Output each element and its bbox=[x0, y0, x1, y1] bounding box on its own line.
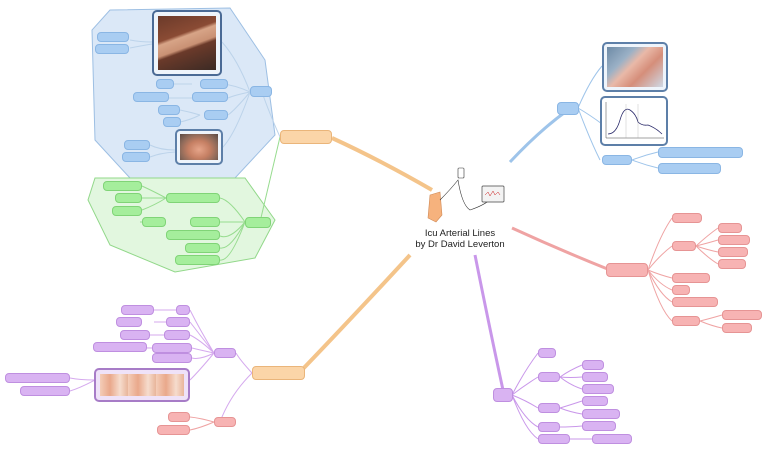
top-left-branch-node[interactable] bbox=[280, 130, 332, 144]
blue-node[interactable] bbox=[602, 155, 632, 165]
green-node[interactable] bbox=[245, 217, 271, 228]
blue-node[interactable] bbox=[122, 152, 150, 162]
purple-node[interactable] bbox=[582, 396, 608, 406]
green-node[interactable] bbox=[190, 217, 220, 227]
blue-node[interactable] bbox=[192, 92, 228, 102]
central-topic[interactable]: Icu Arterial Lines by Dr David Leverton bbox=[395, 228, 525, 250]
connector-bottom bbox=[473, 254, 505, 391]
blue-node[interactable] bbox=[124, 140, 150, 150]
blue-node[interactable] bbox=[158, 105, 180, 115]
right-subconnectors bbox=[647, 217, 723, 329]
connector-top-right bbox=[508, 108, 569, 164]
monitor-waveform bbox=[484, 190, 501, 197]
pink-node[interactable] bbox=[718, 247, 748, 257]
pink-node[interactable] bbox=[672, 285, 690, 295]
monitor-icon bbox=[481, 185, 505, 203]
pink-node[interactable] bbox=[157, 425, 190, 435]
hand-photo-image bbox=[180, 134, 218, 160]
waveform-graph bbox=[605, 102, 664, 139]
purple-node[interactable] bbox=[582, 421, 616, 431]
wrist-photo-image bbox=[607, 47, 663, 87]
purple-node[interactable] bbox=[538, 434, 570, 444]
pink-node[interactable] bbox=[214, 417, 236, 427]
pink-node[interactable] bbox=[168, 412, 190, 422]
purple-node[interactable] bbox=[538, 348, 556, 358]
purple-node[interactable] bbox=[5, 373, 70, 383]
green-node[interactable] bbox=[166, 230, 220, 240]
central-topic-title-line1: Icu Arterial Lines bbox=[424, 228, 496, 239]
pink-node[interactable] bbox=[672, 316, 700, 326]
bottom-left-branch-node[interactable] bbox=[252, 366, 305, 380]
purple-node[interactable] bbox=[582, 409, 620, 419]
central-topic-title-line2: by Dr David Leverton bbox=[415, 239, 505, 250]
purple-node[interactable] bbox=[176, 305, 190, 315]
pink-node[interactable] bbox=[672, 241, 696, 251]
blue-node[interactable] bbox=[200, 79, 228, 89]
pink-node[interactable] bbox=[718, 223, 742, 233]
blue-node[interactable] bbox=[204, 110, 228, 120]
arm-photo[interactable] bbox=[152, 10, 222, 76]
pressure-bag-icon bbox=[457, 167, 465, 179]
connector-top-left bbox=[331, 136, 433, 192]
blue-node[interactable] bbox=[97, 32, 129, 42]
purple-node[interactable] bbox=[120, 330, 150, 340]
purple-node[interactable] bbox=[121, 305, 154, 315]
pink-node[interactable] bbox=[722, 310, 762, 320]
purple-node[interactable] bbox=[582, 384, 614, 394]
purple-node[interactable] bbox=[166, 317, 190, 327]
pink-node[interactable] bbox=[718, 235, 750, 245]
purple-node[interactable] bbox=[592, 434, 632, 444]
pink-node[interactable] bbox=[672, 297, 718, 307]
arm-photo-image bbox=[158, 16, 216, 70]
top-right-subconnectors bbox=[577, 65, 659, 169]
green-node[interactable] bbox=[175, 255, 220, 265]
green-node[interactable] bbox=[115, 193, 142, 203]
bottom-branch-node[interactable] bbox=[493, 388, 513, 402]
blue-node[interactable] bbox=[95, 44, 129, 54]
pink-node[interactable] bbox=[722, 323, 752, 333]
hand-photo[interactable] bbox=[175, 129, 223, 165]
purple-node[interactable] bbox=[538, 403, 560, 413]
waveform-diagram[interactable] bbox=[600, 96, 668, 146]
bottom-subconnectors bbox=[511, 352, 592, 440]
hands-photo-strip[interactable] bbox=[94, 368, 190, 402]
bottom-left-pink-subconnectors bbox=[189, 416, 215, 431]
blue-node[interactable] bbox=[156, 79, 174, 89]
top-right-branch-node[interactable] bbox=[557, 102, 579, 115]
purple-node[interactable] bbox=[538, 372, 560, 382]
purple-node[interactable] bbox=[152, 353, 192, 363]
green-node[interactable] bbox=[142, 217, 166, 227]
connector-bottom-left bbox=[298, 253, 412, 374]
purple-node[interactable] bbox=[582, 360, 604, 370]
blue-node[interactable] bbox=[133, 92, 169, 102]
arm-illustration-icon bbox=[427, 191, 443, 223]
hands-photo-image bbox=[100, 374, 184, 396]
right-branch-node[interactable] bbox=[606, 263, 648, 277]
purple-node[interactable] bbox=[582, 372, 608, 382]
green-node[interactable] bbox=[112, 206, 142, 216]
purple-node[interactable] bbox=[93, 342, 147, 352]
green-node[interactable] bbox=[166, 193, 220, 203]
pink-node[interactable] bbox=[718, 259, 746, 269]
blue-node[interactable] bbox=[658, 147, 743, 158]
blue-node[interactable] bbox=[658, 163, 721, 174]
green-node[interactable] bbox=[103, 181, 142, 191]
purple-node[interactable] bbox=[152, 343, 192, 353]
connector-right bbox=[511, 226, 611, 272]
purple-node[interactable] bbox=[214, 348, 236, 358]
blue-node[interactable] bbox=[250, 86, 272, 97]
purple-node[interactable] bbox=[538, 422, 560, 432]
pink-node[interactable] bbox=[672, 273, 710, 283]
center-illustration bbox=[427, 167, 505, 223]
purple-node[interactable] bbox=[20, 386, 70, 396]
pink-node[interactable] bbox=[672, 213, 702, 223]
purple-node[interactable] bbox=[116, 317, 142, 327]
wrist-photo[interactable] bbox=[602, 42, 668, 92]
green-node[interactable] bbox=[185, 243, 220, 253]
tubing-line bbox=[439, 179, 493, 211]
bottom-left-subconnectors bbox=[69, 309, 253, 423]
blue-node[interactable] bbox=[163, 117, 181, 127]
purple-node[interactable] bbox=[164, 330, 190, 340]
